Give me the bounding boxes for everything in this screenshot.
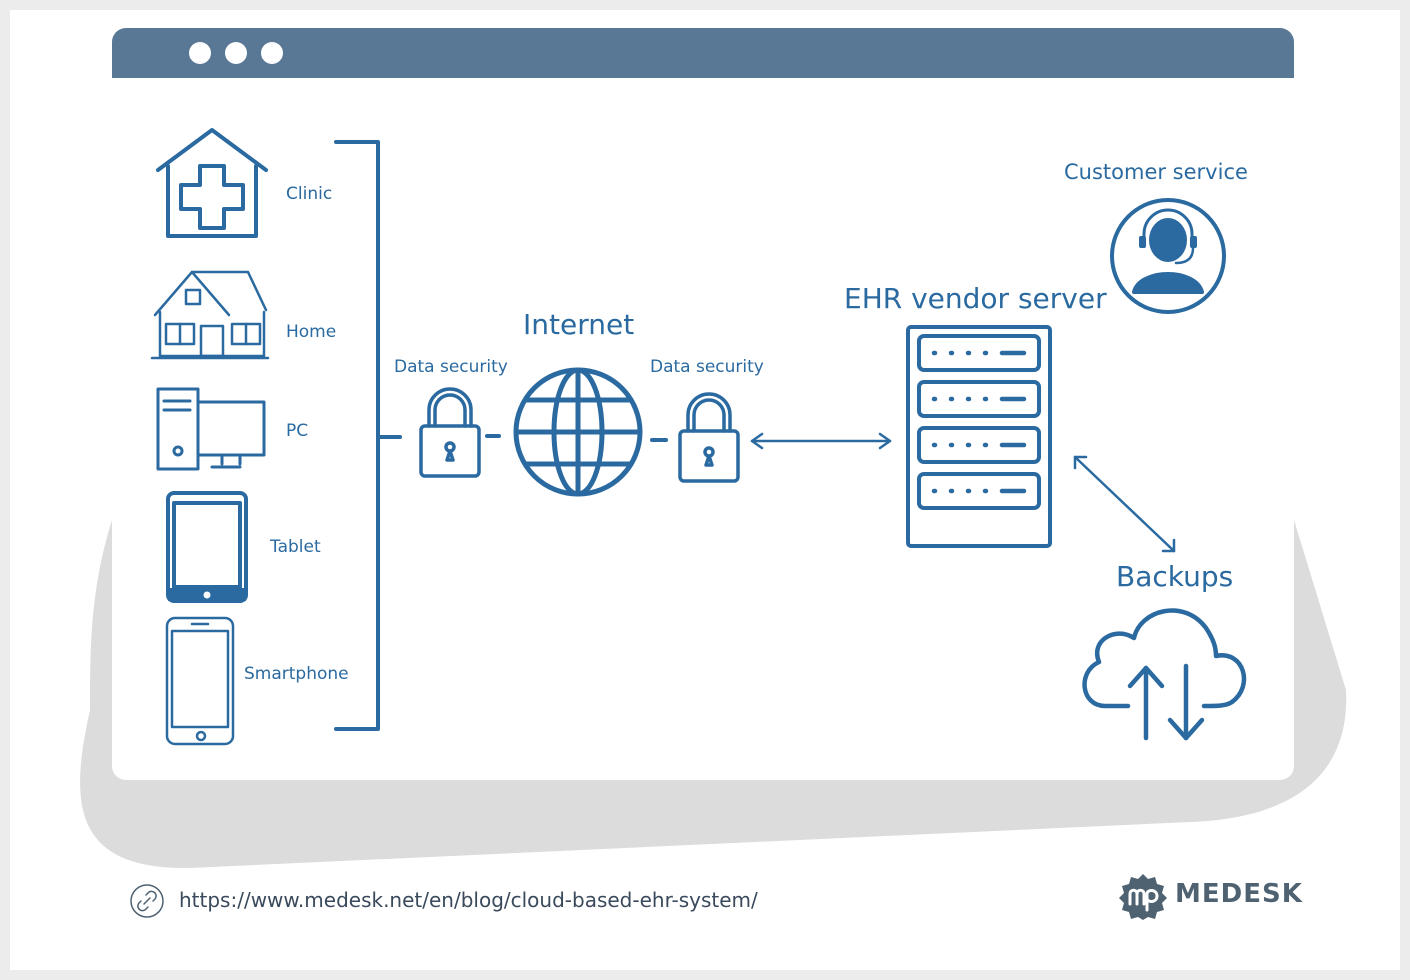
internet-label: Internet (523, 308, 635, 341)
smartphone-icon (165, 616, 235, 746)
device-label-smartphone: Smartphone (244, 664, 349, 684)
window-dot-icon (225, 42, 247, 64)
cloud-sync-icon (1082, 608, 1247, 741)
data-security-label-left: Data security (394, 357, 508, 377)
device-label-tablet: Tablet (270, 537, 321, 557)
padlock-icon (678, 392, 740, 483)
data-security-label-right: Data security (650, 357, 764, 377)
window-dot-icon (189, 42, 211, 64)
tablet-icon (166, 491, 248, 603)
globe-icon (513, 367, 643, 497)
browser-window (112, 28, 1294, 780)
backups-label: Backups (1116, 560, 1234, 593)
window-titlebar (112, 28, 1294, 78)
server-label: EHR vendor server (844, 282, 1107, 315)
devices-bracket (334, 140, 402, 731)
customer-service-label: Customer service (1064, 160, 1248, 184)
device-label-home: Home (286, 322, 337, 342)
device-label-clinic: Clinic (286, 184, 333, 204)
server-rack-icon (906, 325, 1052, 548)
padlock-icon (419, 387, 481, 478)
diagonal-double-arrow (1073, 455, 1176, 553)
clinic-icon (156, 128, 268, 238)
device-label-pc: PC (286, 421, 309, 441)
headset-agent-icon (1110, 198, 1226, 314)
window-dot-icon (261, 42, 283, 64)
house-icon (150, 270, 270, 360)
medesk-logo-icon (1119, 874, 1167, 920)
medesk-logo-text: MEDESK (1175, 879, 1303, 909)
link-icon (130, 884, 164, 918)
desktop-pc-icon (156, 387, 266, 471)
double-arrow (750, 432, 892, 450)
source-url-link[interactable]: https://www.medesk.net/en/blog/cloud-bas… (179, 888, 758, 912)
